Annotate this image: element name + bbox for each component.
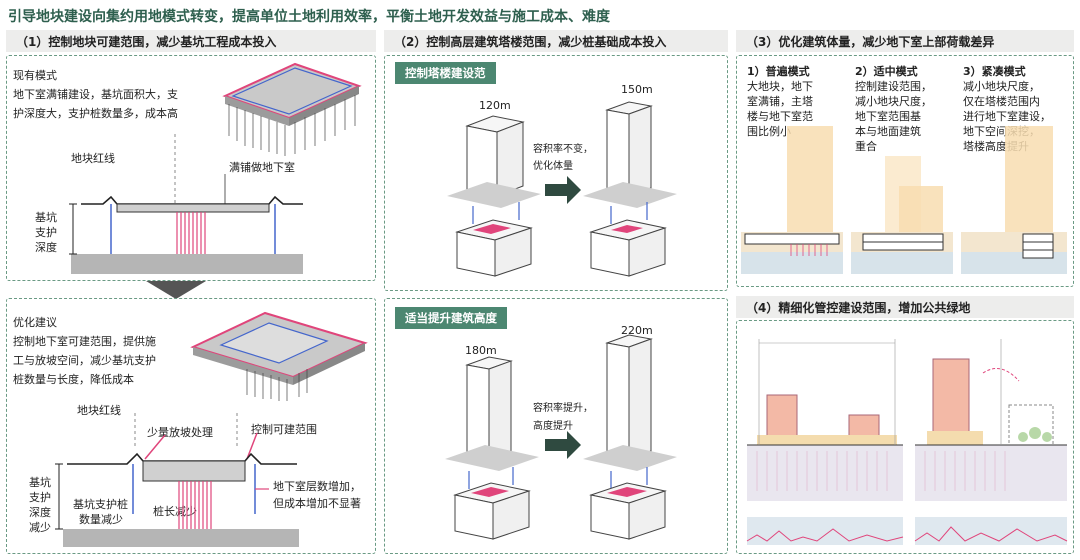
- pile-count-2: 数量减少: [79, 513, 123, 526]
- existing-desc-2: 护深度大，支护桩数量多，成本高: [13, 107, 178, 120]
- green-space-sections: [746, 339, 1068, 545]
- sec1-existing-panel: 现有模式 地下室满铺建设，基坑面积大，支 护深度大，支护桩数量多，成本高 地块红…: [6, 55, 376, 281]
- arrow2-text-1: 容积率提升，: [533, 403, 593, 414]
- arrow1-text-1: 容积率不变，: [533, 144, 593, 155]
- mode-1: 1）普遍模式 大地块，地下 室满铺，主塔 楼与地下室范 围比例小: [747, 64, 847, 139]
- sec3-header: （3）优化建筑体量，减少地下室上部荷载差异: [736, 30, 1074, 52]
- sec4-panel: [736, 320, 1074, 554]
- height-220: 220m: [621, 324, 653, 337]
- support-depth-2: 支护: [35, 226, 57, 239]
- existing-slab-illustration: [69, 62, 362, 274]
- support2-4: 减少: [29, 521, 51, 534]
- page-title: 引导地块建设向集约用地模式转变，提高单位土地利用效率，平衡土地开发效益与施工成本…: [8, 9, 610, 25]
- mode-1-line-4: 围比例小: [747, 125, 791, 138]
- support2-1: 基坑: [29, 476, 51, 489]
- mode-2: 2）适中模式 控制建设范围， 减小地块尺度， 地下室范围基 本与地面建筑 重合: [855, 64, 959, 154]
- tag-raise-height: 适当提升建筑高度: [395, 307, 507, 329]
- opt-desc-3: 桩数量与长度，降低成本: [13, 373, 134, 386]
- opt-desc-1: 控制地下室可建范围，提供施: [13, 335, 156, 348]
- down-arrow: [146, 281, 206, 299]
- note-2: 但成本增加不显著: [273, 497, 361, 510]
- mode-1-line-2: 室满铺，主塔: [747, 95, 813, 108]
- sec2-header: （2）控制高层建筑塔楼范围，减少桩基础成本投入: [384, 30, 728, 52]
- mode-3-line-2: 仅在塔楼范围内: [963, 95, 1040, 108]
- sec4-header: （4）精细化管控建设范围，增加公共绿地: [736, 296, 1074, 318]
- mode-sections: [741, 126, 1067, 274]
- support2-3: 深度: [29, 506, 51, 519]
- control-range-label: 控制可建范围: [251, 423, 317, 436]
- opt-desc-2: 工与放坡空间，减少基坑支护: [13, 354, 156, 367]
- mode-3-title: 3）紧凑模式: [963, 65, 1026, 78]
- mode-3-line-3: 进行地下室建设，: [963, 110, 1051, 123]
- support-depth-1: 基坑: [35, 211, 57, 224]
- existing-desc-1: 地下室满铺建设，基坑面积大，支: [13, 88, 178, 101]
- mode-2-line-2: 减小地块尺度，: [855, 95, 932, 108]
- height-150: 150m: [621, 83, 653, 96]
- arrow2-text-2: 高度提升: [533, 421, 573, 432]
- mode-2-line-4: 本与地面建筑: [855, 125, 921, 138]
- mode-2-line-5: 重合: [855, 140, 877, 153]
- sec1-header: （1）控制地块可建范围，减少基坑工程成本投入: [6, 30, 376, 52]
- mode-1-line-1: 大地块，地下: [747, 80, 813, 93]
- sec3-panel: 1）普遍模式 大地块，地下 室满铺，主塔 楼与地下室范 围比例小 2）适中模式 …: [736, 55, 1074, 287]
- tower-comparison-1: [447, 101, 677, 277]
- mode-3-line-1: 减小地块尺度，: [963, 80, 1040, 93]
- height-180: 180m: [465, 344, 497, 357]
- redline-label: 地块红线: [71, 152, 115, 165]
- pile-count-1: 基坑支护桩: [73, 498, 128, 511]
- fullbase-label: 满铺做地下室: [229, 161, 295, 174]
- existing-title: 现有模式: [13, 69, 57, 82]
- redline-label-2: 地块红线: [77, 404, 121, 417]
- sec2-panel-bottom: 适当提升建筑高度 180m 220m 容积率提升， 高度提升: [384, 298, 728, 554]
- support-depth-3: 深度: [35, 241, 57, 254]
- mode-2-title: 2）适中模式: [855, 65, 918, 78]
- height-120: 120m: [479, 99, 511, 112]
- opt-title: 优化建议: [13, 316, 57, 329]
- tower-comparison-2: [445, 334, 677, 540]
- support2-2: 支护: [29, 491, 51, 504]
- mode-1-title: 1）普遍模式: [747, 65, 810, 78]
- note-1: 地下室层数增加，: [273, 480, 361, 493]
- optimized-illustration: [55, 311, 368, 547]
- mode-3: 3）紧凑模式 减小地块尺度， 仅在塔楼范围内 进行地下室建设， 地下空间深挖， …: [963, 64, 1075, 154]
- mode-1-line-3: 楼与地下室范: [747, 110, 813, 123]
- mode-2-line-1: 控制建设范围，: [855, 80, 932, 93]
- pile-len-label: 桩长减少: [153, 505, 197, 518]
- arrow1-text-2: 优化体量: [533, 161, 573, 172]
- mode-2-line-3: 地下室范围基: [855, 110, 921, 123]
- sec2-panel-top: 控制塔楼建设范 120m 150m 容积率不变， 优化体量: [384, 55, 728, 291]
- sec1-optimized-panel: 优化建议 控制地下室可建范围，提供施 工与放坡空间，减少基坑支护 桩数量与长度，…: [6, 298, 376, 554]
- tag-control-tower: 控制塔楼建设范: [395, 62, 496, 84]
